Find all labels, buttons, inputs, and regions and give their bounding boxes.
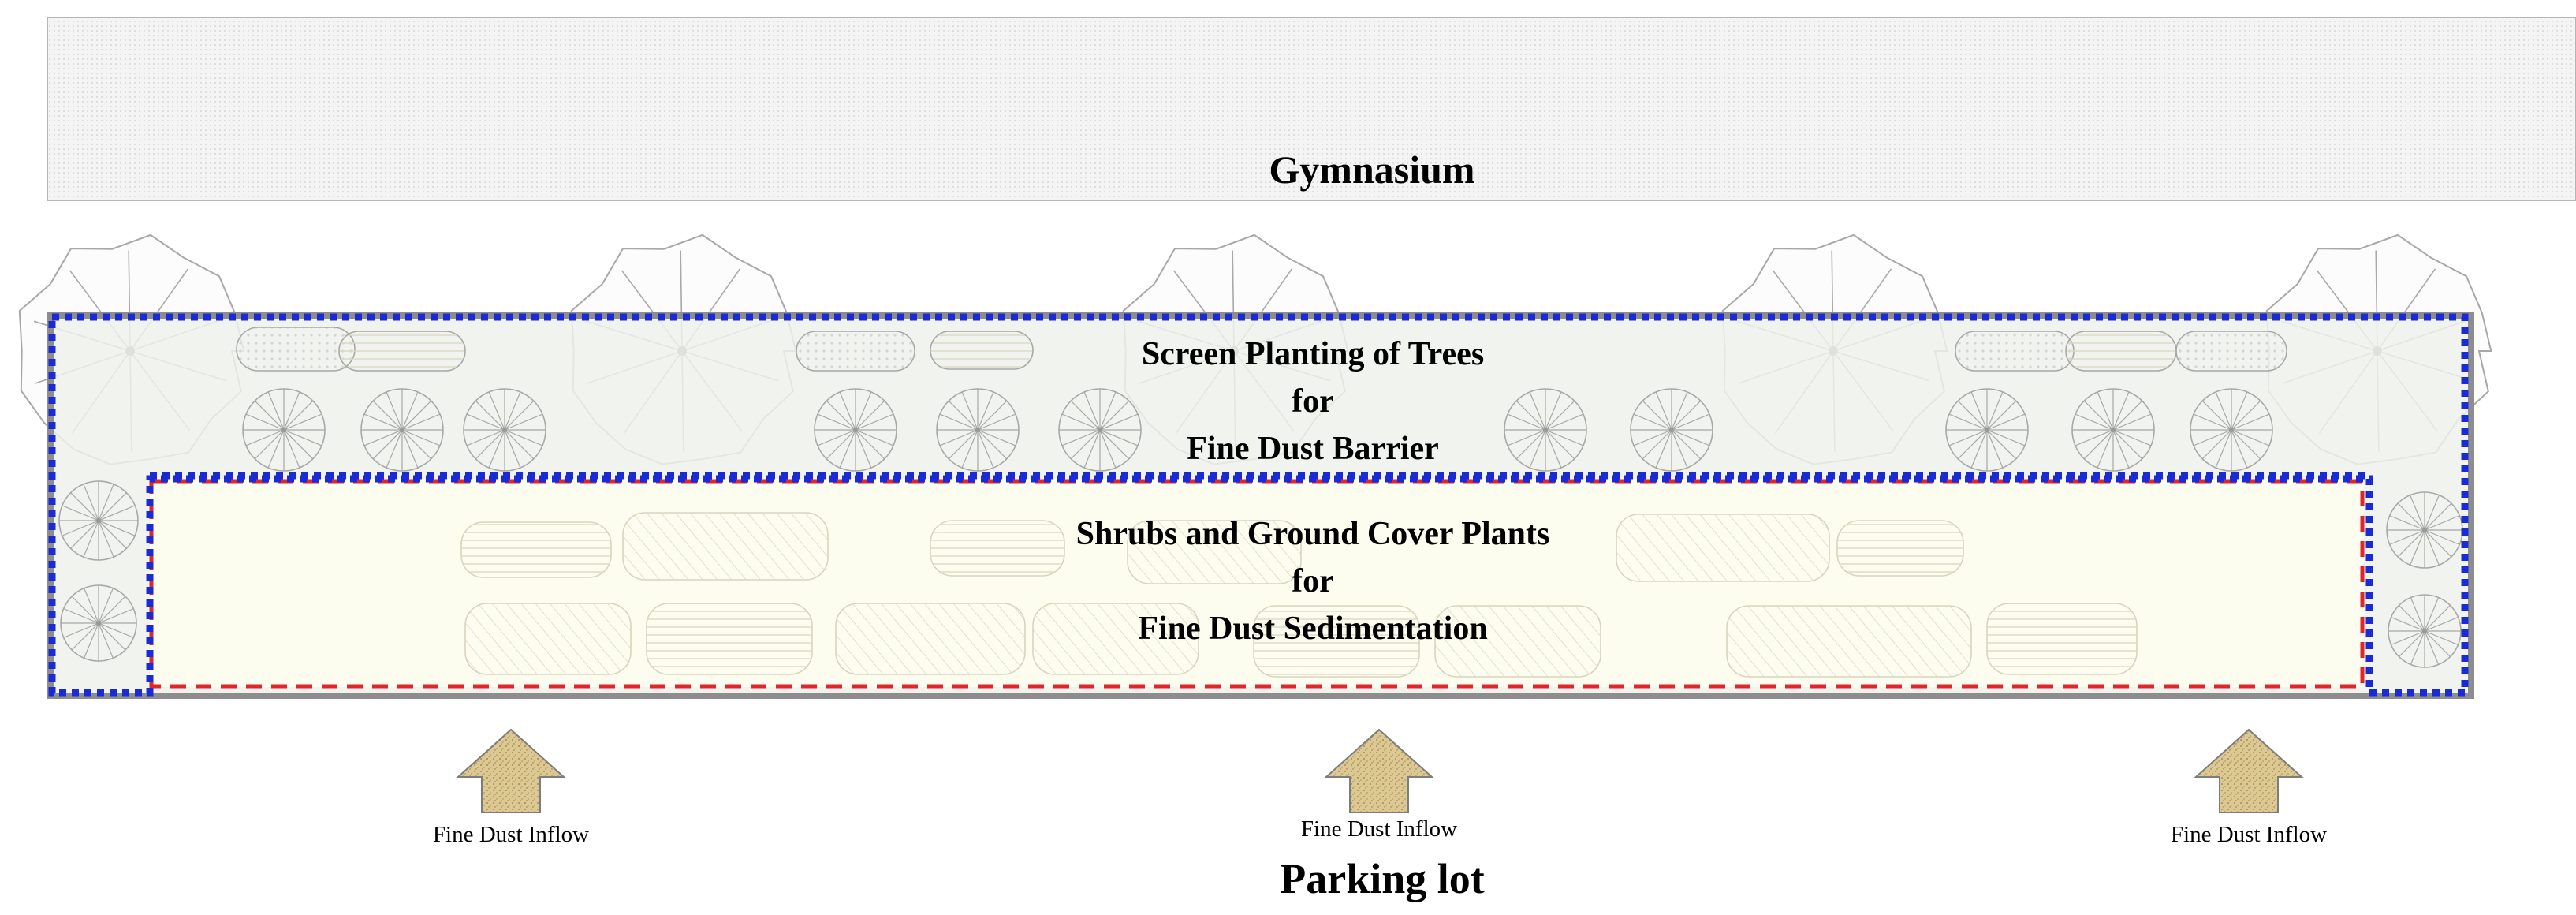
shrub-mass-icon — [1032, 603, 1199, 675]
radial-shrub-icon — [1630, 388, 1713, 472]
radial-shrub-icon — [2388, 594, 2462, 668]
shrub-mass-icon — [1434, 605, 1601, 678]
hedge-icon — [2065, 331, 2177, 372]
radial-shrub-icon — [60, 584, 137, 662]
parking-lot-label: Parking lot — [1280, 855, 1485, 902]
shrub-mass-icon — [1127, 520, 1302, 584]
up-arrow-icon — [1324, 728, 1434, 813]
hedge-icon — [796, 331, 915, 372]
inflow-label-right: Fine Dust Inflow — [2171, 822, 2327, 847]
shrub-mass-icon — [460, 521, 612, 578]
gymnasium-building: Gymnasium — [47, 17, 2576, 201]
inflow-arrow-left: Fine Dust Inflow — [433, 728, 589, 847]
inflow-arrow-right: Fine Dust Inflow — [2171, 728, 2327, 847]
shrub-zone-label-line-1: Shrubs and Ground Cover Plants — [1076, 516, 1550, 552]
tree-zone-label-line-3: Fine Dust Barrier — [1187, 431, 1439, 467]
radial-shrub-icon — [936, 388, 1020, 472]
up-arrow-icon — [456, 728, 566, 813]
radial-shrub-icon — [2386, 491, 2463, 569]
shrub-mass-icon — [930, 520, 1065, 577]
shrub-mass-icon — [1253, 605, 1420, 678]
shrub-zone-label-line-3: Fine Dust Sedimentation — [1138, 611, 1487, 647]
up-arrow-icon — [2194, 728, 2304, 813]
shrub-zone-label: Shrubs and Ground Cover Plants for Fine … — [1076, 516, 1550, 647]
shrub-mass-icon — [646, 603, 813, 675]
tree-zone-label: Screen Planting of Trees for Fine Dust B… — [1142, 336, 1484, 467]
shrub-planting-zone — [149, 479, 2365, 689]
radial-shrub-icon — [58, 480, 139, 561]
inflow-arrow-center: Fine Dust Inflow — [1301, 728, 1457, 842]
hedge-icon — [2175, 331, 2287, 372]
radial-shrub-icon — [814, 388, 897, 472]
tree-zone-label-line-1: Screen Planting of Trees — [1142, 336, 1484, 372]
radial-shrub-icon — [1945, 388, 2029, 472]
shrub-mass-icon — [1726, 605, 1972, 678]
shrub-mass-icon — [622, 512, 829, 581]
hedge-icon — [338, 331, 466, 372]
gymnasium-label: Gymnasium — [1269, 148, 1474, 192]
inflow-label-left: Fine Dust Inflow — [433, 822, 589, 847]
radial-shrub-icon — [463, 388, 546, 472]
tree-zone-label-line-2: for — [1292, 383, 1334, 420]
radial-shrub-icon — [1504, 388, 1587, 472]
shrub-mass-icon — [1616, 514, 1830, 582]
shrub-mass-icon — [1836, 520, 1964, 577]
radial-shrub-icon — [1058, 388, 1142, 472]
hedge-icon — [1955, 331, 2075, 372]
radial-shrub-icon — [360, 388, 444, 472]
shrub-mass-icon — [835, 603, 1026, 675]
shrub-symbols — [460, 512, 2138, 678]
shrub-mass-icon — [1986, 603, 2138, 675]
shrub-zone-label-line-2: for — [1292, 563, 1334, 599]
inflow-label-center: Fine Dust Inflow — [1301, 816, 1457, 842]
hedge-icon — [236, 327, 356, 372]
shrub-mass-icon — [464, 603, 632, 675]
planting-zone-blue-border — [48, 313, 2469, 697]
hedge-icon — [930, 331, 1034, 370]
radial-shrub-icon — [2071, 388, 2155, 472]
radial-shrub-icon — [242, 388, 326, 472]
radial-shrub-icon — [2190, 388, 2273, 472]
shrub-zone-red-border — [149, 479, 2365, 689]
